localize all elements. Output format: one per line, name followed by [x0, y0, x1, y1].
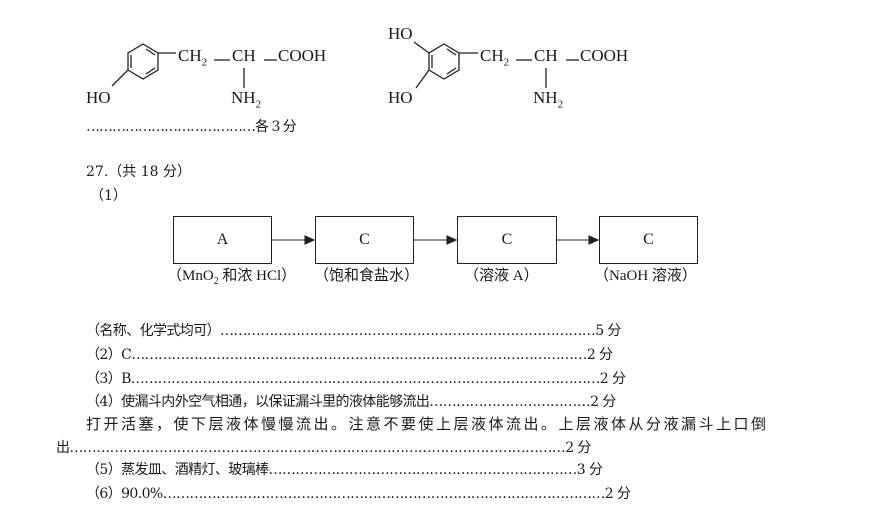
answer-line-6: 出…………………………………………………………………………………………………2 … [56, 440, 591, 456]
right-ho-top-label: HO [388, 24, 413, 43]
flow-caption-1: （MnO2 和浓 HCl） [167, 268, 297, 287]
flow-caption-2: （饱和食盐水） [314, 268, 420, 284]
answer-line-3: （3）B……………………………………………………………………………………………2… [86, 371, 626, 387]
flow-caption-4: （NaOH 溶液） [594, 268, 697, 284]
right-ho-bottom-label: HO [388, 88, 413, 107]
flow-box-3: C [457, 216, 557, 264]
right-bonds [413, 41, 579, 89]
right-benzene-ring [428, 43, 460, 80]
structures-score-line: …………………………………各 3 分 [86, 119, 297, 135]
answer-line-5: 打开活塞，使下层液体慢慢流出。注意不要使上层液体流出。上层液体从分液漏斗上口倒 [86, 415, 769, 433]
right-ch2-label: CH2 [480, 46, 510, 69]
right-cooh-label: COOH [580, 46, 629, 65]
right-nh2-label: NH2 [533, 88, 564, 111]
flow-box-4: C [599, 216, 698, 264]
answer-line-4: （4）使漏斗内外空气相通，以保证漏斗里的液体能够流出………………………………2 … [86, 394, 616, 410]
left-ch2-label: CH2 [178, 46, 208, 69]
answer-line-8: （6）90.0%……………………………………………………………………………………… [86, 486, 631, 502]
answer-line-1: （名称、化学式均可）…………………………………………………………………………5 … [86, 323, 621, 339]
left-benzene-ring [127, 43, 159, 80]
flow-box-a: A [173, 216, 272, 264]
answer-line-2: （2）C…………………………………………………………………………………………2 … [86, 347, 613, 363]
flow-caption-3: （溶液 A） [464, 268, 539, 284]
left-ho-label: HO [86, 88, 111, 107]
q27-header: 27.（共 18 分） [86, 164, 191, 180]
left-bonds [111, 52, 277, 88]
left-nh2-label: NH2 [231, 88, 262, 111]
left-cooh-label: COOH [278, 46, 327, 65]
q27-part1-label: （1） [90, 188, 127, 204]
left-ch-label: CH [232, 46, 256, 65]
flow-arrows [271, 235, 600, 245]
flow-box-2: C [315, 216, 414, 264]
answer-line-7: （5）蒸发皿、酒精灯、玻璃棒……………………………………………………………3 分 [86, 462, 603, 478]
right-ch-label: CH [534, 46, 558, 65]
